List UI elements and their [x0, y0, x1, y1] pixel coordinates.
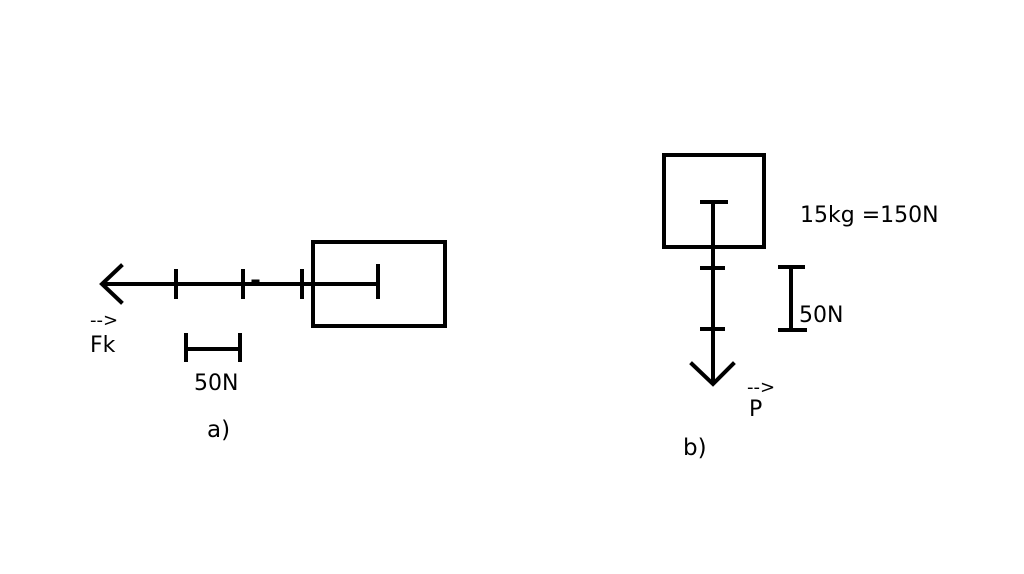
vector-mark-fk: --> [90, 310, 118, 331]
scale-label-b: 50N [799, 303, 843, 328]
mass-label: 15kg =150N [800, 203, 939, 228]
scale-bar-a [184, 333, 242, 362]
arrowhead-p [689, 361, 736, 387]
arrowhead-fk [99, 263, 124, 305]
caption-b: b) [683, 435, 707, 461]
diagram-a: --> Fk 50N a) [90, 240, 447, 443]
vector-mark-p: --> [747, 377, 775, 398]
diagram-b: 15kg =150N 50N --> P b) [662, 153, 939, 461]
scale-label-a: 50N [194, 371, 238, 396]
scale-bar-b [778, 265, 807, 332]
force-label-p: P [749, 397, 762, 422]
force-label-fk: Fk [90, 333, 116, 358]
caption-a: a) [207, 417, 230, 443]
